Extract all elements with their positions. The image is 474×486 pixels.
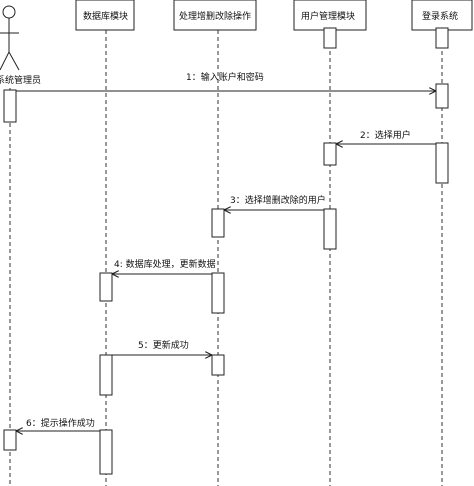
object-label: 处理增删改除操作: [179, 10, 251, 22]
activation-bar: [3, 429, 17, 451]
activation-bar: [211, 272, 225, 314]
object-label: 用户管理模块: [301, 10, 355, 22]
object-crud-processing: 处理增删改除操作: [173, 0, 257, 31]
object-database-module: 数据库模块: [75, 0, 135, 31]
activation-bar: [99, 429, 113, 475]
object-label: 数据库模块: [83, 10, 128, 22]
object-login-system: 登录系统: [411, 0, 473, 31]
object-label: 登录系统: [422, 10, 458, 22]
activation-bar: [323, 27, 337, 49]
activation-bar: [435, 83, 449, 109]
activation-bar: [211, 354, 225, 376]
message-label: 3：选择增删改除的用户: [230, 194, 326, 206]
activation-bar: [323, 208, 337, 250]
activation-bar: [435, 27, 449, 49]
object-user-management: 用户管理模块: [293, 0, 367, 31]
message-label: 5：更新成功: [138, 339, 189, 351]
activation-bar: [323, 142, 337, 166]
message-label: 1：输入账户和密码: [186, 71, 264, 83]
message-label: 6：提示操作成功: [26, 417, 95, 429]
actor-figure: [0, 5, 20, 71]
actor-label: 系统管理员: [0, 74, 41, 86]
activation-bar: [435, 142, 449, 184]
activation-bar: [211, 208, 225, 238]
activation-bar: [99, 354, 113, 396]
activation-bar: [3, 89, 17, 123]
message-label: 2：选择用户: [360, 129, 411, 141]
message-label: 4: 数据库处理，更新数据: [114, 258, 216, 270]
activation-bar: [99, 272, 113, 302]
